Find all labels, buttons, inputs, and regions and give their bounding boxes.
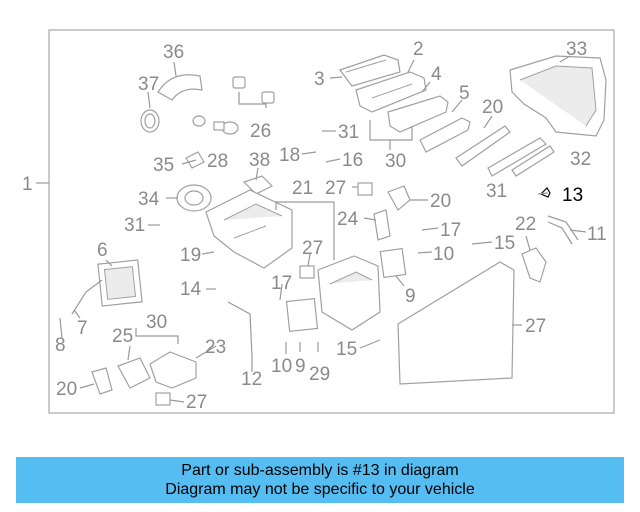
callout-7: 7 [77,318,88,339]
callout-27: 27 [325,178,346,199]
callout-20b: 20 [430,191,451,212]
callout-9b: 9 [295,356,306,377]
callout-36: 36 [163,42,184,63]
callout-1: 1 [22,174,33,195]
callout-31: 31 [338,122,359,143]
callout-17b: 17 [271,273,292,294]
callout-4: 4 [431,64,442,85]
callout-22: 22 [515,214,536,235]
info-banner: Part or sub-assembly is #13 in diagram D… [16,457,624,503]
callout-15: 15 [494,233,515,254]
part-13 [539,187,551,198]
callout-20c: 20 [56,379,77,400]
banner-line-2: Diagram may not be specific to your vehi… [165,481,475,498]
callout-29: 29 [309,364,330,385]
callout-10b: 10 [271,356,292,377]
callout-37: 37 [138,74,159,95]
diagram-frame [48,29,615,414]
callout-18: 18 [279,145,300,166]
parts-diagram: 1 2 3 4 5 6 7 8 9 9 10 10 11 12 13 14 15… [22,29,615,414]
callout-27d: 27 [186,392,207,413]
callout-23: 23 [205,337,226,358]
callout-21: 21 [292,178,313,199]
callout-26: 26 [250,121,271,142]
callout-6: 6 [97,240,108,261]
callout-27c: 27 [525,316,546,337]
callout-28: 28 [207,151,228,172]
callout-10: 10 [433,244,454,265]
callout-35: 35 [153,155,174,176]
callout-20: 20 [482,97,503,118]
callout-12: 12 [241,369,262,390]
callout-17: 17 [440,220,461,241]
callout-24: 24 [337,209,359,230]
callout-15b: 15 [336,339,357,360]
callout-33: 33 [566,39,587,60]
callout-labels: 1 2 3 4 5 6 7 8 9 9 10 10 11 12 13 14 15… [22,39,607,413]
callout-19: 19 [180,245,201,266]
callout-9: 9 [405,286,416,307]
callout-11: 11 [587,224,607,245]
callout-13: 13 [562,185,583,206]
callout-3: 3 [314,69,325,90]
callout-16: 16 [342,150,363,171]
part-drawings [71,54,607,406]
callout-30b: 30 [146,312,167,333]
callout-2: 2 [413,39,424,60]
callout-30: 30 [385,151,406,172]
callout-8: 8 [55,335,66,356]
callout-5: 5 [459,83,470,104]
callout-31b: 31 [124,215,145,236]
callout-25: 25 [112,326,133,347]
callout-38: 38 [249,150,270,171]
banner-line-1: Part or sub-assembly is #13 in diagram [181,462,459,479]
callout-32: 32 [570,149,591,170]
callout-31c: 31 [486,181,507,202]
callout-27b: 27 [302,238,323,259]
leader-lines [59,55,587,403]
callout-34: 34 [138,189,160,210]
callout-14: 14 [180,279,202,300]
